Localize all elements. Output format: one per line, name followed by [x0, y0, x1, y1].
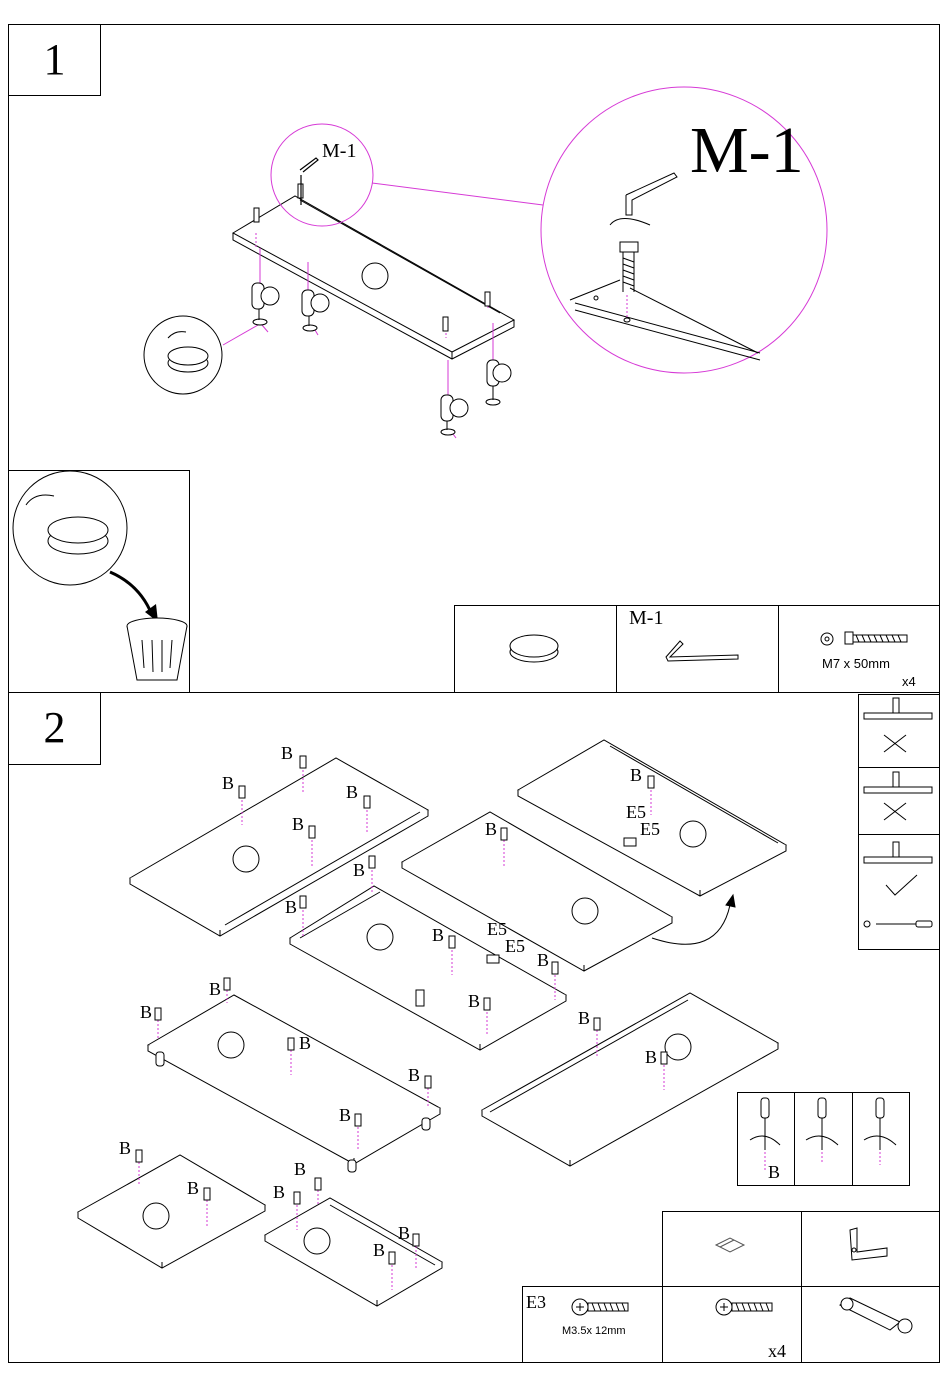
clip-icon [716, 1238, 744, 1252]
parts-2-screw-qty: x4 [768, 1342, 786, 1360]
parts-2-e3-spec: M3.5x 12mm [562, 1322, 626, 1340]
bracket-icon [850, 1228, 887, 1260]
parts-2-e3-code: E3 [526, 1293, 546, 1311]
